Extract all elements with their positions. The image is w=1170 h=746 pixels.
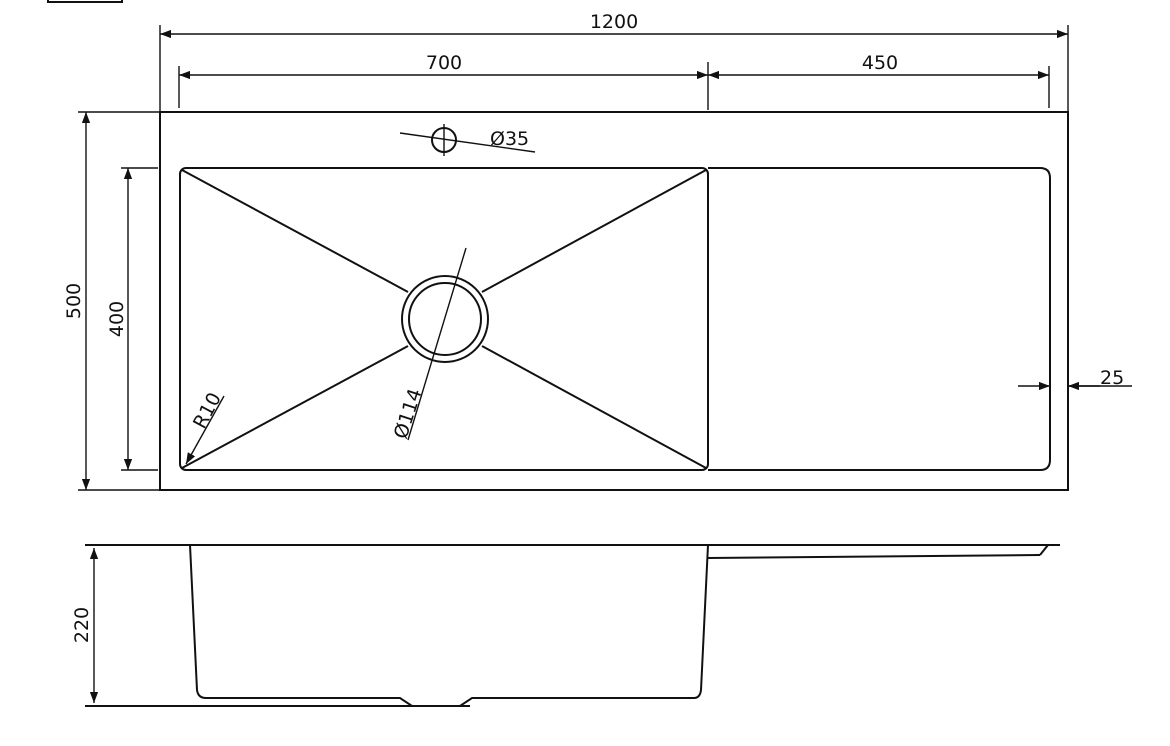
drain: Ø114 xyxy=(390,247,489,442)
dimension-overall-depth: 500 xyxy=(63,112,91,490)
side-view: 220 xyxy=(71,544,1060,707)
sink-bowl xyxy=(179,167,709,471)
dimension-overall-width: 1200 xyxy=(159,11,1069,112)
title-block-fragment xyxy=(47,0,123,3)
label-tap-hole: Ø35 xyxy=(490,128,529,150)
label-450: 450 xyxy=(862,52,898,74)
drainboard xyxy=(708,167,1051,471)
label-700: 700 xyxy=(426,52,462,74)
label-220: 220 xyxy=(71,607,93,643)
bowl-slope-lines xyxy=(181,169,707,469)
dimension-bowl-drainboard: 700 450 xyxy=(178,52,1050,110)
label-25: 25 xyxy=(1100,367,1124,389)
tap-hole: Ø35 xyxy=(399,124,536,156)
label-r10: R10 xyxy=(189,389,226,432)
dimension-rim-offset: 25 xyxy=(1018,367,1132,391)
sink-outer-rim xyxy=(159,111,1069,491)
label-drain-diameter: Ø114 xyxy=(390,386,427,442)
label-1200: 1200 xyxy=(590,11,638,33)
label-500: 500 xyxy=(63,283,85,319)
corner-radius-callout: R10 xyxy=(185,389,226,465)
label-400: 400 xyxy=(106,301,128,337)
dimension-bowl-depth: 400 xyxy=(106,167,158,471)
